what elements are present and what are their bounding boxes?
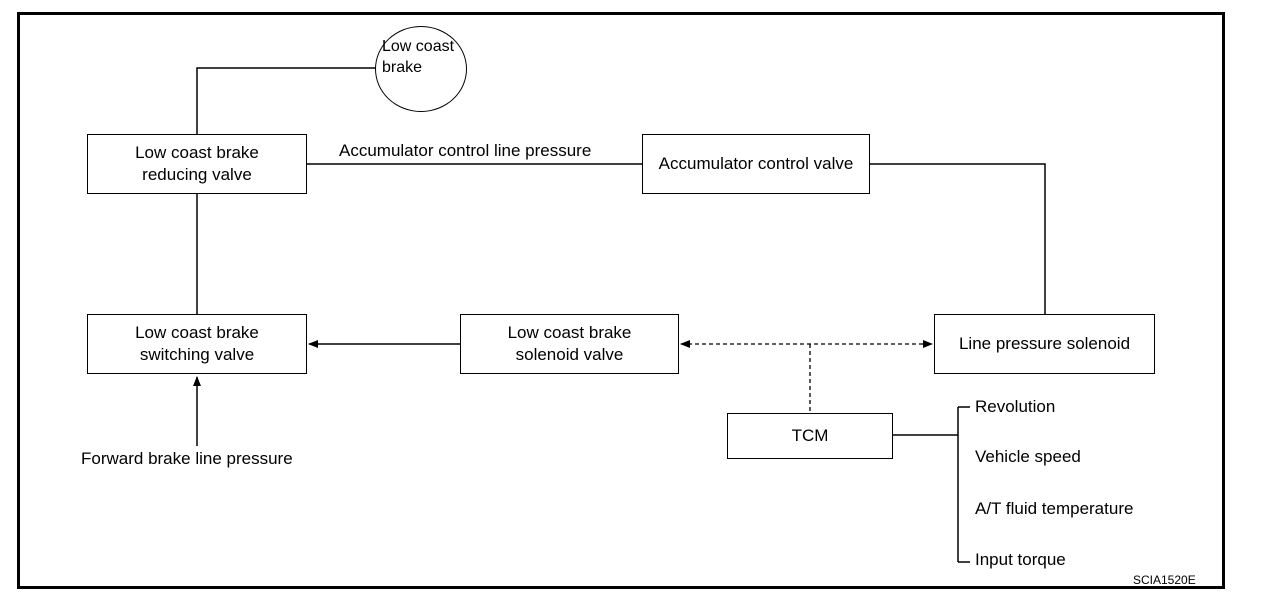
accumulator-line-label: Accumulator control line pressure <box>339 141 592 160</box>
line-pressure-solenoid-label: Line pressure solenoid <box>958 334 1131 353</box>
tcm-input-revolution: Revolution <box>975 397 1056 416</box>
reducing-valve-box: Low coast brake reducing valve <box>87 134 307 194</box>
line-accumulator-to-solenoid <box>869 163 1046 314</box>
reducing-valve-label: Low coast brake reducing valve <box>135 143 259 184</box>
switching-valve-box: Low coast brake switching valve <box>87 314 307 374</box>
tcm-label: TCM <box>791 426 829 445</box>
solenoid-valve-label: Low coast brake solenoid valve <box>507 323 632 364</box>
forward-brake-label: Forward brake line pressure <box>81 449 293 468</box>
tcm-input-fluid-temperature: A/T fluid temperature <box>975 499 1134 518</box>
tcm-input-torque: Input torque <box>975 550 1066 569</box>
diagram-frame <box>17 12 1225 589</box>
tcm-box: TCM <box>727 413 893 459</box>
tcm-input-vehicle-speed: Vehicle speed <box>975 447 1081 466</box>
low-coast-brake-label: Low coast brake <box>382 38 455 76</box>
low-coast-brake-circle: Low coast brake <box>375 26 467 112</box>
line-reducing-to-brake <box>196 67 377 134</box>
solenoid-valve-box: Low coast brake solenoid valve <box>460 314 679 374</box>
figure-code: SCIA1520E <box>1133 573 1196 587</box>
accumulator-control-valve-label: Accumulator control valve <box>658 154 854 173</box>
switching-valve-label: Low coast brake switching valve <box>135 323 259 364</box>
accumulator-control-valve-box: Accumulator control valve <box>642 134 870 194</box>
line-pressure-solenoid-box: Line pressure solenoid <box>934 314 1155 374</box>
